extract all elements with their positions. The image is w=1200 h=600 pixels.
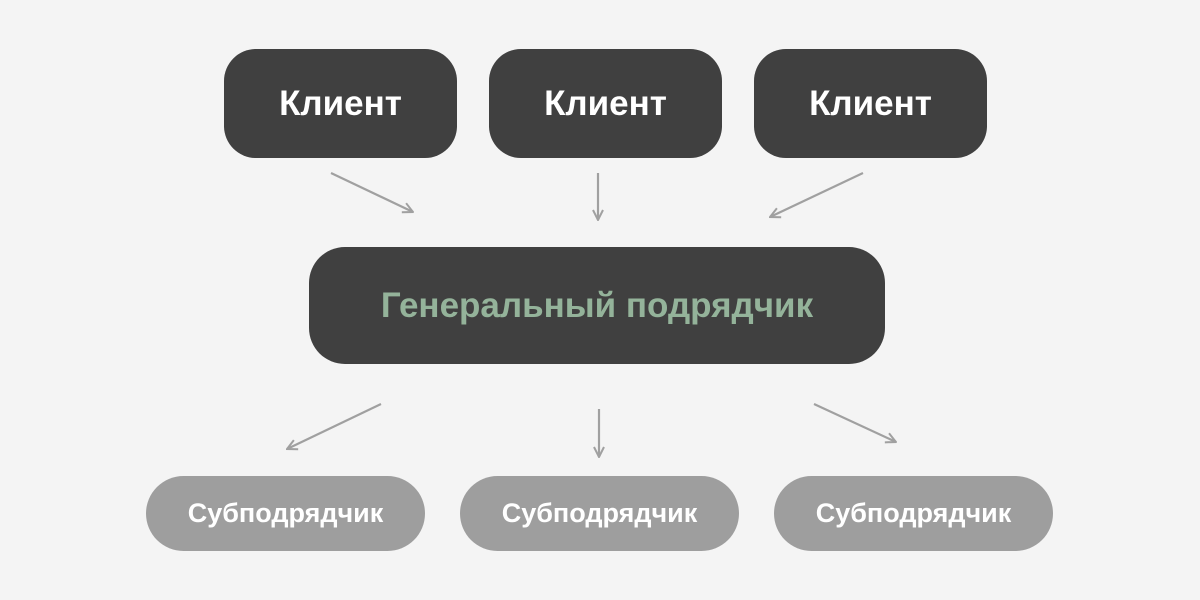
arrow-client1-to-contractor (330, 172, 413, 212)
client-label: Клиент (809, 83, 932, 123)
client-node-1: Клиент (224, 49, 457, 158)
subcontractor-node-1: Субподрядчик (146, 476, 425, 551)
general-contractor-node: Генеральный подрядчик (309, 247, 885, 364)
general-contractor-label: Генеральный подрядчик (380, 285, 814, 325)
subcontractor-node-3: Субподрядчик (774, 476, 1053, 551)
client-label: Клиент (544, 83, 667, 123)
subcontractor-node-2: Субподрядчик (460, 476, 739, 551)
subcontractor-label: Субподрядчик (815, 498, 1012, 528)
subcontractor-label: Субподрядчик (187, 498, 384, 528)
client-label: Клиент (279, 83, 402, 123)
subcontractor-label: Субподрядчик (501, 498, 698, 528)
arrow-contractor-to-sub3 (813, 403, 896, 442)
arrow-client3-to-contractor (770, 172, 864, 217)
client-node-2: Клиент (489, 49, 722, 158)
arrow-contractor-to-sub1 (287, 403, 382, 449)
client-node-3: Клиент (754, 49, 987, 158)
